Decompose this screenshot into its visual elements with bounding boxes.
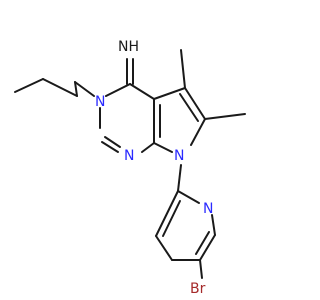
bond-py-n1-c6 xyxy=(211,214,216,236)
bond-py-c3-c2-inner xyxy=(162,200,181,237)
structure-canvas: NH N N N N Br xyxy=(14,39,246,297)
bond-py-c6-c5-a xyxy=(199,234,216,261)
bond-butyl-c1-c2 xyxy=(74,81,78,97)
molecule-drawing: NH N N N N Br xyxy=(14,39,246,297)
bond-c4-n3 xyxy=(105,83,131,97)
bond-c5-c6-a xyxy=(184,87,206,120)
bond-py-c6-c5-b xyxy=(195,231,210,255)
bond-c5-methyl xyxy=(180,49,186,89)
bond-c4a-c5 xyxy=(153,87,186,100)
bond-py-c2-n1 xyxy=(177,190,200,204)
bond-c2-n1-double-a xyxy=(101,141,119,153)
bond-c6-methyl xyxy=(204,113,246,120)
atom-n-pyrrole-label: N xyxy=(174,148,184,164)
bond-n7-c7a xyxy=(153,142,173,153)
bond-n3-butyl-c1 xyxy=(74,81,95,97)
bond-n1-c7a xyxy=(141,142,155,153)
atom-imine-nh-label: NH xyxy=(118,39,139,55)
bond-c5-c6-b xyxy=(179,93,199,122)
atom-n-pyrimidine-label: N xyxy=(124,148,134,164)
bond-c6-n7 xyxy=(190,118,206,146)
bond-c2-n1-double-b xyxy=(104,136,121,148)
atom-label-layer: NH N N N N Br xyxy=(95,39,213,297)
bond-c4-c4a xyxy=(129,83,155,100)
bond-n7-pyridyl xyxy=(177,164,182,192)
atom-n-butyl-label: N xyxy=(95,94,105,110)
bond-py-c3-c2 xyxy=(155,190,179,237)
bond-py-c4-c3-a xyxy=(155,235,173,261)
atom-n-pyridine-label: N xyxy=(203,201,213,217)
bond-layer xyxy=(14,49,246,279)
bond-c5-bromine xyxy=(199,259,203,279)
bond-butyl-c3-c4 xyxy=(14,78,44,93)
atom-bromine-label: Br xyxy=(190,281,206,297)
bond-butyl-c2-c3 xyxy=(42,78,78,97)
